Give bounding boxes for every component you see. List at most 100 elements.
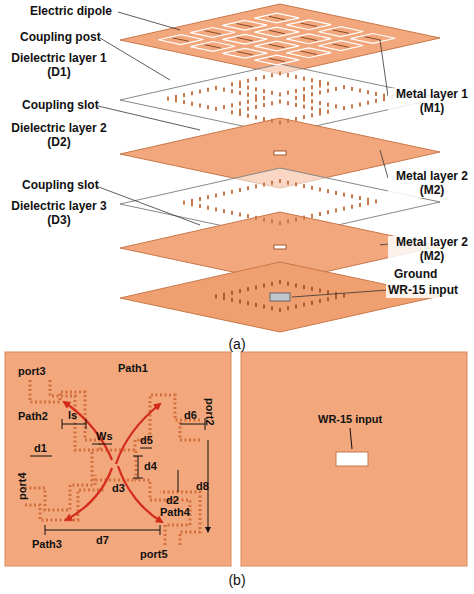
via-post <box>223 293 225 297</box>
via-post <box>223 105 225 109</box>
via-post <box>303 94 305 98</box>
via-post <box>319 212 321 216</box>
path-label: Path3 <box>32 538 62 551</box>
via-post <box>247 79 249 83</box>
via-post <box>263 96 265 100</box>
dipole-arm <box>301 23 317 26</box>
via-post <box>311 78 313 82</box>
via-post <box>255 216 257 220</box>
dipole <box>158 35 203 45</box>
dipole <box>254 13 299 23</box>
layer-label: Dielectric layer 3 (D3) <box>0 200 118 228</box>
dimension-label: d7 <box>96 534 109 547</box>
via-post <box>255 105 257 109</box>
via-post <box>231 291 233 295</box>
via-post <box>279 93 281 97</box>
via-post <box>335 87 337 91</box>
dipole <box>254 27 299 37</box>
via-post <box>231 103 233 107</box>
part-label: Electric dipole <box>30 5 112 19</box>
dipole <box>286 34 331 44</box>
via-post <box>295 75 297 79</box>
via-post <box>287 101 289 105</box>
path-label: Path4 <box>160 506 190 519</box>
via-post <box>295 117 297 121</box>
dimension-label: d2 <box>166 494 179 507</box>
layer-label: Dielectric layer 2 (D2) <box>0 122 118 150</box>
dipole <box>222 20 267 30</box>
via-post <box>279 72 281 76</box>
dipole-arm <box>205 31 221 34</box>
dimension-label: Ws <box>96 430 113 443</box>
via-post <box>255 87 257 91</box>
via-post <box>279 121 281 125</box>
via-post <box>263 117 265 121</box>
via-post <box>239 188 241 192</box>
via-post <box>199 204 201 208</box>
via-post <box>295 217 297 221</box>
via-post <box>223 88 225 92</box>
dipole-arm <box>237 38 253 41</box>
via-post <box>303 285 305 289</box>
layer-label: Metal layer 2 (M2) <box>388 170 474 198</box>
via-post <box>247 186 249 190</box>
via-post <box>199 90 201 94</box>
dipole-arm <box>301 37 317 40</box>
dipole <box>318 41 363 51</box>
via-post <box>295 182 297 186</box>
via-post <box>367 198 369 202</box>
dipole-arm <box>333 44 349 47</box>
layer-label: Metal layer 2 (M2) <box>388 236 474 264</box>
via-post <box>255 77 257 81</box>
via-post <box>311 99 313 103</box>
via-post <box>247 114 249 118</box>
dipole-arm <box>173 38 189 41</box>
via-post <box>183 100 185 104</box>
via-post <box>215 107 217 111</box>
via-post <box>207 195 209 199</box>
via-post <box>263 218 265 222</box>
via-post <box>175 98 177 102</box>
via-post <box>239 300 241 304</box>
via-post <box>319 188 321 192</box>
via-post <box>239 102 241 106</box>
via-post <box>231 211 233 215</box>
dimension-label: d1 <box>34 442 47 455</box>
via-post <box>215 193 217 197</box>
coupling-slot <box>274 245 286 249</box>
leader-line <box>380 244 388 245</box>
via-post <box>247 93 249 97</box>
dipole <box>190 28 235 38</box>
via-post <box>279 100 281 104</box>
via-post <box>383 97 385 101</box>
via-post <box>287 282 289 286</box>
via-post <box>343 85 345 89</box>
via-post <box>295 89 297 93</box>
dipole <box>254 55 299 65</box>
via-post <box>279 280 281 284</box>
via-post <box>287 73 289 77</box>
via-post <box>327 82 329 86</box>
via-post <box>303 77 305 81</box>
dipole-arm <box>301 51 317 54</box>
via-post <box>223 209 225 213</box>
via-post <box>335 104 337 108</box>
via-post <box>303 98 305 102</box>
dimension-label: d4 <box>144 460 157 473</box>
via-post <box>247 86 249 90</box>
via-post <box>287 181 289 185</box>
subfigure-label: (a) <box>228 336 245 352</box>
via-post <box>247 214 249 218</box>
via-post <box>295 304 297 308</box>
via-post <box>311 85 313 89</box>
via-post <box>271 219 273 223</box>
via-post <box>295 96 297 100</box>
via-post <box>327 189 329 193</box>
via-post <box>183 93 185 97</box>
via-post <box>367 90 369 94</box>
via-post <box>295 103 297 107</box>
via-post <box>303 115 305 119</box>
dipole <box>350 34 395 44</box>
via-post <box>247 107 249 111</box>
leader-line <box>292 290 388 297</box>
